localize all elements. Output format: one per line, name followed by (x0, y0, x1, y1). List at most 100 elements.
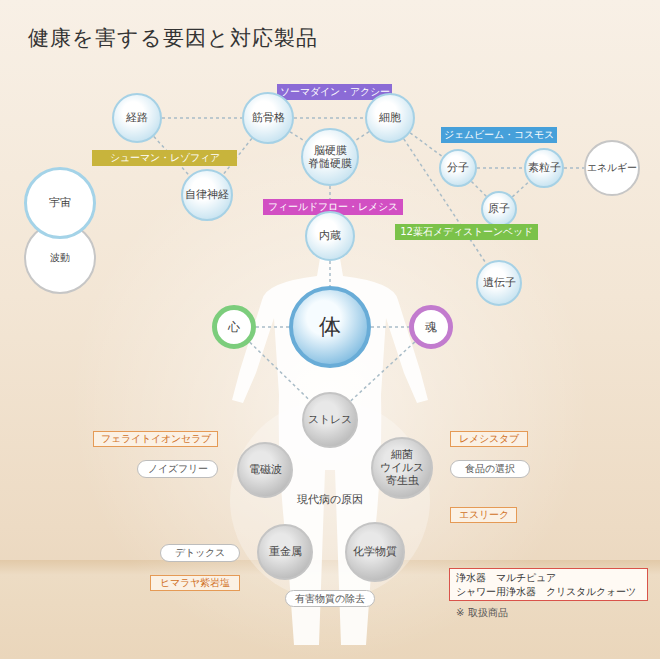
dashed-connector (351, 342, 415, 401)
note-label: ※ 取扱商品 (456, 606, 508, 620)
node-text: シューマン・レゾフィア (110, 152, 220, 164)
text-holder: 浄水器 マルチピュアシャワー用浄水器 クリスタルクォーツ (456, 570, 636, 599)
text-holder: 素粒子 (526, 161, 562, 174)
concept-circle: 分子 (439, 149, 477, 187)
node-text: 魂 (411, 320, 451, 334)
node-text: 分子 (441, 161, 475, 174)
dashed-connector (294, 118, 365, 119)
node-text: シャワー用浄水器 クリスタルクォーツ (456, 585, 636, 600)
text-holder: 重金属 (259, 545, 311, 558)
concept-circle: 内蔵 (305, 211, 355, 261)
product-box: 浄水器 マルチピュアシャワー用浄水器 クリスタルクォーツ (449, 568, 648, 601)
node-text: 脳硬膜 脊髄硬膜 (303, 144, 357, 170)
dashed-connector (410, 133, 443, 157)
node-text: 浄水器 マルチピュア (456, 570, 636, 585)
product-band: ソーマダイン・アクシー (277, 84, 392, 100)
concept-circle: 化学物質 (345, 522, 405, 582)
text-holder: 自律神経 (183, 188, 231, 201)
remedy-pill: デトックス (160, 544, 240, 562)
node-text: 筋骨格 (244, 111, 292, 124)
node-text: 重金属 (259, 545, 311, 558)
text-holder: 宇宙 (26, 196, 94, 209)
dashed-connector (477, 168, 524, 169)
node-text: ノイズフリー (148, 463, 208, 475)
node-text: ストレス (304, 413, 356, 426)
concept-circle: 素粒子 (524, 148, 564, 188)
text-holder: デトックス (175, 547, 225, 559)
node-text: 電磁波 (239, 463, 291, 476)
node-text: レメシスタブ (459, 433, 519, 445)
dashed-connector (154, 136, 190, 175)
concept-circle: ストレス (302, 392, 358, 448)
concept-circle: 脳硬膜 脊髄硬膜 (301, 128, 359, 186)
concept-circle: 遺伝子 (476, 260, 522, 306)
concept-circle: 心 (212, 305, 256, 349)
concept-circle: エネルギー (584, 140, 640, 196)
text-holder: 細菌 ウイルス 寄生虫 (373, 448, 431, 488)
text-holder: 12葉石メディストーンベッド (400, 226, 533, 238)
text-holder: 遺伝子 (478, 276, 520, 289)
text-holder: 電磁波 (239, 463, 291, 476)
node-text: デトックス (175, 547, 225, 559)
concept-circle: 電磁波 (237, 442, 293, 498)
text-holder: 有害物質の除去 (295, 593, 365, 605)
remedy-pill: 有害物質の除去 (285, 590, 375, 607)
product-band: シューマン・レゾフィア (92, 150, 237, 166)
remedy-pill: ノイズフリー (137, 460, 218, 478)
node-text: 化学物質 (347, 545, 403, 558)
product-tag: ヒマラヤ紫岩塩 (150, 575, 240, 591)
node-text: 原子 (483, 202, 515, 215)
node-text: 細胞 (367, 111, 413, 124)
dashed-connector (250, 342, 310, 400)
node-text: ソーマダイン・アクシー (280, 86, 390, 98)
text-holder: 化学物質 (347, 545, 403, 558)
node-text: 12葉石メディストーンベッド (400, 226, 533, 238)
dashed-connector (512, 181, 529, 196)
text-holder: 波動 (26, 252, 94, 264)
diagram-title: 健康を害する要因と対応製品 (28, 24, 318, 52)
text-holder: 原子 (483, 202, 515, 215)
node-text: 体 (291, 314, 369, 340)
node-text: 細菌 ウイルス 寄生虫 (373, 448, 431, 488)
concept-circle: 筋骨格 (242, 92, 294, 144)
product-band: ジェムビーム・コスモス (441, 127, 557, 143)
node-text: エネルギー (586, 162, 638, 174)
node-text: ヒマラヤ紫岩塩 (160, 577, 230, 589)
text-holder: 体 (291, 314, 369, 340)
node-text: 内蔵 (307, 229, 353, 242)
node-text: 自律神経 (183, 188, 231, 201)
dashed-connector (564, 168, 584, 169)
text-holder: 食品の選択 (465, 463, 515, 475)
text-holder: 現代病の原因 (270, 493, 390, 506)
text-holder: 脳硬膜 脊髄硬膜 (303, 144, 357, 170)
node-text: 経路 (114, 111, 160, 124)
concept-circle: 魂 (409, 305, 453, 349)
product-tag: フェライトイオンセラブ (93, 431, 218, 447)
node-text: エスリーク (459, 509, 509, 521)
node-text: ジェムビーム・コスモス (444, 129, 554, 141)
text-holder: 内蔵 (307, 229, 353, 242)
node-text: 現代病の原因 (270, 493, 390, 506)
text-holder: 筋骨格 (244, 111, 292, 124)
dashed-connector (223, 138, 252, 174)
node-text: フェライトイオンセラブ (101, 433, 211, 445)
dashed-connector (256, 327, 289, 328)
text-holder: レメシスタブ (459, 433, 519, 445)
dashed-connector (330, 186, 331, 211)
text-holder: 魂 (411, 320, 451, 334)
remedy-pill: 食品の選択 (450, 460, 530, 478)
dashed-connector (371, 327, 409, 328)
concept-circle: 経路 (112, 93, 162, 143)
text-holder: 細胞 (367, 111, 413, 124)
node-text: 素粒子 (526, 161, 562, 174)
product-tag: レメシスタブ (450, 431, 528, 447)
concept-circle: 自律神経 (181, 169, 233, 221)
concept-circle: 重金属 (257, 524, 313, 580)
dashed-connector (162, 118, 242, 119)
concept-circle: 細胞 (365, 93, 415, 143)
text-holder: ストレス (304, 413, 356, 426)
concept-circle: 原子 (481, 191, 517, 227)
text-holder: フェライトイオンセラブ (101, 433, 211, 445)
